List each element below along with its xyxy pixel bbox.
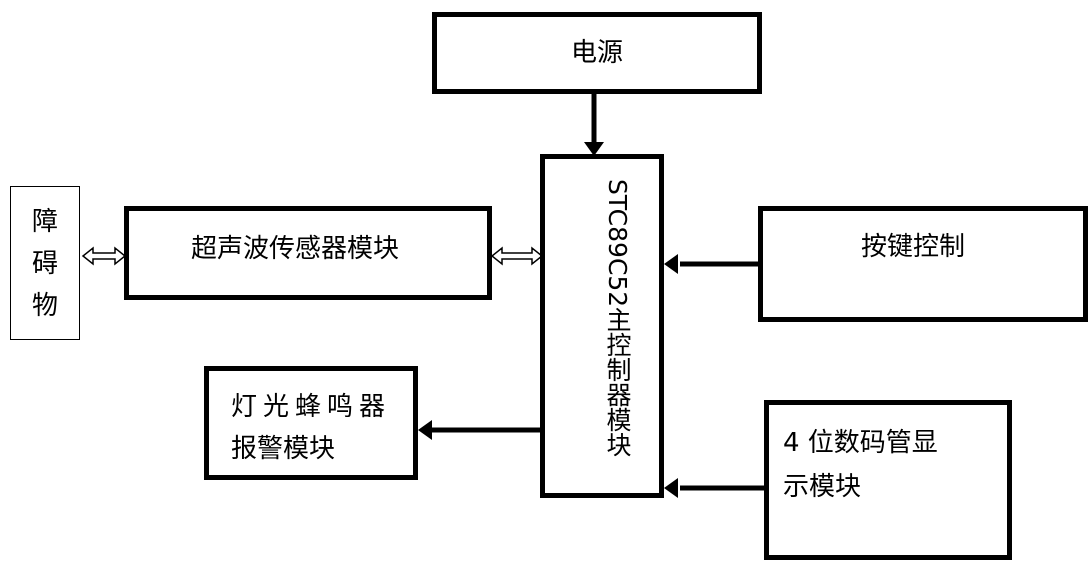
keys-box: 按键控制 [758,206,1088,322]
alarm-label-line1: 灯光蜂鸣器 [231,392,392,422]
alarm-box: 灯光蜂鸣器 报警模块 [204,366,418,480]
display-label-line2: 示模块 [783,472,862,502]
power-box: 电源 [432,12,762,94]
obstacle-box: 障 碍 物 [10,186,80,340]
keys-label: 按键控制 [861,232,966,262]
power-label: 电源 [570,38,623,68]
obstacle-label: 障 碍 物 [31,207,58,321]
ultrasonic-box: 超声波传感器模块 [124,206,492,300]
display-box: 4 位数码管显 示模块 [764,400,1012,560]
arrow-mcu-to-alarm-head [418,420,432,440]
ultrasonic-label: 超声波传感器模块 [191,234,400,264]
alarm-label-line2: 报警模块 [231,434,336,464]
double-arrow-ultrasonic-mcu [490,246,544,266]
display-label-line1: 4 位数码管显 [783,428,938,458]
arrow-keys-to-mcu-head [664,254,678,274]
mcu-box: STC89C52 主控制器模块 [540,154,664,498]
arrow-display-to-mcu-head [664,478,678,498]
mcu-role-label: 主控制器模块 [603,307,632,457]
arrow-power-to-mcu-head [584,142,604,156]
mcu-model-label: STC89C52 [603,179,632,308]
double-arrow-obstacle-ultrasonic [81,246,127,266]
